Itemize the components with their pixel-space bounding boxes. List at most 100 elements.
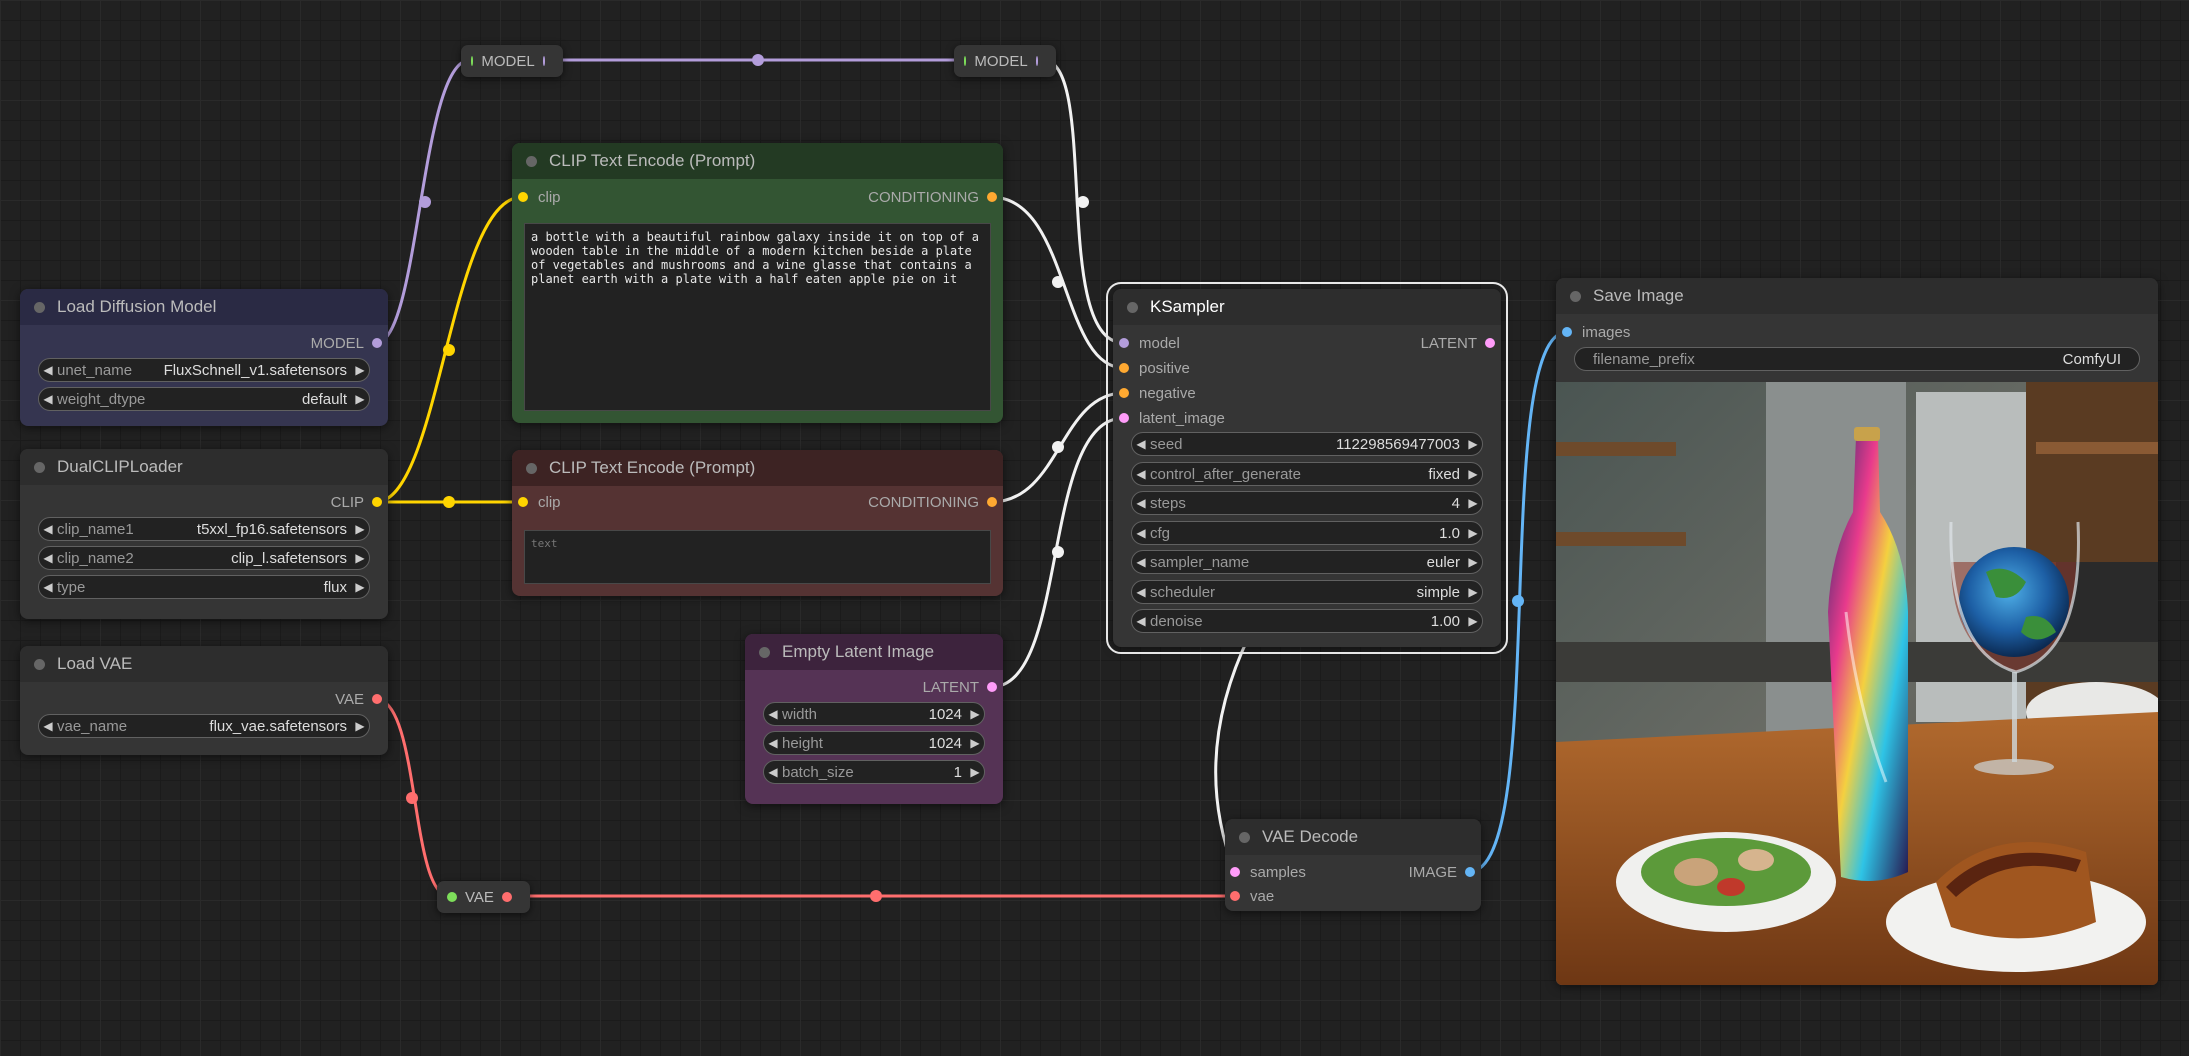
ksampler-node[interactable]: KSampler model positive negative latent_… [1106,282,1508,654]
batch-size-number[interactable]: ◀ batch_size 1 ▶ [763,760,985,784]
input-socket[interactable] [471,56,474,66]
node-title[interactable]: Save Image [1556,278,2158,314]
output-conditioning[interactable]: CONDITIONING [868,186,997,208]
wire-midpoint[interactable] [1512,595,1524,607]
arrow-right-icon[interactable]: ▶ [1468,437,1478,451]
arrow-right-icon[interactable]: ▶ [970,736,980,750]
cfg-number[interactable]: ◀ cfg 1.0 ▶ [1131,521,1483,545]
wire-midpoint[interactable] [1052,441,1064,453]
denoise-number[interactable]: ◀ denoise 1.00 ▶ [1131,609,1483,633]
clip-name1-combo[interactable]: ◀ clip_name1 t5xxl_fp16.safetensors ▶ [38,517,370,541]
collapse-dot-icon[interactable] [34,461,45,473]
wire-midpoint[interactable] [870,890,882,902]
output-clip[interactable]: CLIP [331,491,382,513]
arrow-left-icon[interactable]: ◀ [43,522,53,536]
input-model[interactable]: model [1119,332,1180,354]
prompt-textarea[interactable]: a bottle with a beautiful rainbow galaxy… [524,223,991,411]
arrow-right-icon[interactable]: ▶ [1468,555,1478,569]
arrow-right-icon[interactable]: ▶ [355,719,365,733]
arrow-right-icon[interactable]: ▶ [970,765,980,779]
arrow-left-icon[interactable]: ◀ [43,580,53,594]
clip-type-combo[interactable]: ◀ type flux ▶ [38,575,370,599]
image-socket[interactable] [1562,327,1572,337]
node-title[interactable]: KSampler [1113,289,1501,325]
conditioning-socket[interactable] [987,192,997,202]
node-title[interactable]: CLIP Text Encode (Prompt) [512,143,1003,179]
arrow-right-icon[interactable]: ▶ [355,551,365,565]
wire-midpoint[interactable] [1052,276,1064,288]
conditioning-socket[interactable] [1119,363,1129,373]
clip-socket[interactable] [372,497,382,507]
reroute-model-a[interactable]: MODEL [461,45,563,77]
output-latent[interactable]: LATENT [1421,332,1495,354]
wire-midpoint[interactable] [443,496,455,508]
vae-socket[interactable] [372,694,382,704]
arrow-right-icon[interactable]: ▶ [1468,585,1478,599]
arrow-right-icon[interactable]: ▶ [1468,526,1478,540]
node-title[interactable]: Empty Latent Image [745,634,1003,670]
input-clip[interactable]: clip [518,186,561,208]
wire-midpoint[interactable] [406,792,418,804]
height-number[interactable]: ◀ height 1024 ▶ [763,731,985,755]
wire-midpoint[interactable] [1052,546,1064,558]
input-negative[interactable]: negative [1119,382,1196,404]
collapse-dot-icon[interactable] [34,658,45,670]
arrow-left-icon[interactable]: ◀ [1136,614,1146,628]
arrow-right-icon[interactable]: ▶ [355,522,365,536]
vae-name-combo[interactable]: ◀ vae_name flux_vae.safetensors ▶ [38,714,370,738]
arrow-left-icon[interactable]: ◀ [768,736,778,750]
latent-socket[interactable] [987,682,997,692]
model-socket[interactable] [372,338,382,348]
arrow-right-icon[interactable]: ▶ [1468,467,1478,481]
arrow-left-icon[interactable]: ◀ [1136,585,1146,599]
wire-midpoint[interactable] [752,54,764,66]
input-positive[interactable]: positive [1119,357,1190,379]
arrow-right-icon[interactable]: ▶ [355,580,365,594]
arrow-left-icon[interactable]: ◀ [43,392,53,406]
collapse-dot-icon[interactable] [1570,290,1581,302]
collapse-dot-icon[interactable] [1239,831,1250,843]
input-vae[interactable]: vae [1230,885,1274,907]
conditioning-socket[interactable] [1119,388,1129,398]
load-vae-node[interactable]: Load VAE VAE ◀ vae_name flux_vae.safeten… [20,646,388,755]
reroute-model-b[interactable]: MODEL [954,45,1056,77]
output-model[interactable]: MODEL [311,332,382,354]
arrow-right-icon[interactable]: ▶ [355,363,365,377]
arrow-left-icon[interactable]: ◀ [43,363,53,377]
arrow-left-icon[interactable]: ◀ [1136,526,1146,540]
arrow-left-icon[interactable]: ◀ [1136,555,1146,569]
clip-text-encode-positive-node[interactable]: CLIP Text Encode (Prompt) clip CONDITION… [512,143,1003,423]
output-latent[interactable]: LATENT [923,676,997,698]
node-title[interactable]: Load VAE [20,646,388,682]
node-title[interactable]: Load Diffusion Model [20,289,388,325]
prompt-textarea[interactable]: text [524,530,991,584]
arrow-left-icon[interactable]: ◀ [1136,467,1146,481]
clip-socket[interactable] [518,497,528,507]
save-image-node[interactable]: Save Image images filename_prefix ComfyU… [1556,278,2158,985]
image-preview[interactable] [1556,382,2158,985]
node-title[interactable]: CLIP Text Encode (Prompt) [512,450,1003,486]
latent-socket[interactable] [1119,413,1129,423]
input-images[interactable]: images [1562,321,1630,343]
output-socket[interactable] [542,56,545,66]
steps-number[interactable]: ◀ steps 4 ▶ [1131,491,1483,515]
vae-decode-node[interactable]: VAE Decode samples vae IMAGE [1225,819,1481,911]
wire-midpoint[interactable] [443,344,455,356]
output-vae[interactable]: VAE [335,688,382,710]
latent-socket[interactable] [1230,867,1240,877]
weight-dtype-combo[interactable]: ◀ weight_dtype default ▶ [38,387,370,411]
clip-socket[interactable] [518,192,528,202]
input-socket[interactable] [447,892,457,902]
wire-midpoint[interactable] [1077,196,1089,208]
filename-prefix-input[interactable]: filename_prefix ComfyUI [1574,347,2140,371]
empty-latent-image-node[interactable]: Empty Latent Image LATENT ◀ width 1024 ▶… [745,634,1003,804]
latent-socket[interactable] [1485,338,1495,348]
seed-number[interactable]: ◀ seed 112298569477003 ▶ [1131,432,1483,456]
collapse-dot-icon[interactable] [759,646,770,658]
clip-name2-combo[interactable]: ◀ clip_name2 clip_l.safetensors ▶ [38,546,370,570]
image-socket[interactable] [1465,867,1475,877]
output-socket[interactable] [501,892,512,902]
dual-clip-loader-node[interactable]: DualCLIPLoader CLIP ◀ clip_name1 t5xxl_f… [20,449,388,619]
arrow-left-icon[interactable]: ◀ [1136,496,1146,510]
control-after-generate-combo[interactable]: ◀ control_after_generate fixed ▶ [1131,462,1483,486]
